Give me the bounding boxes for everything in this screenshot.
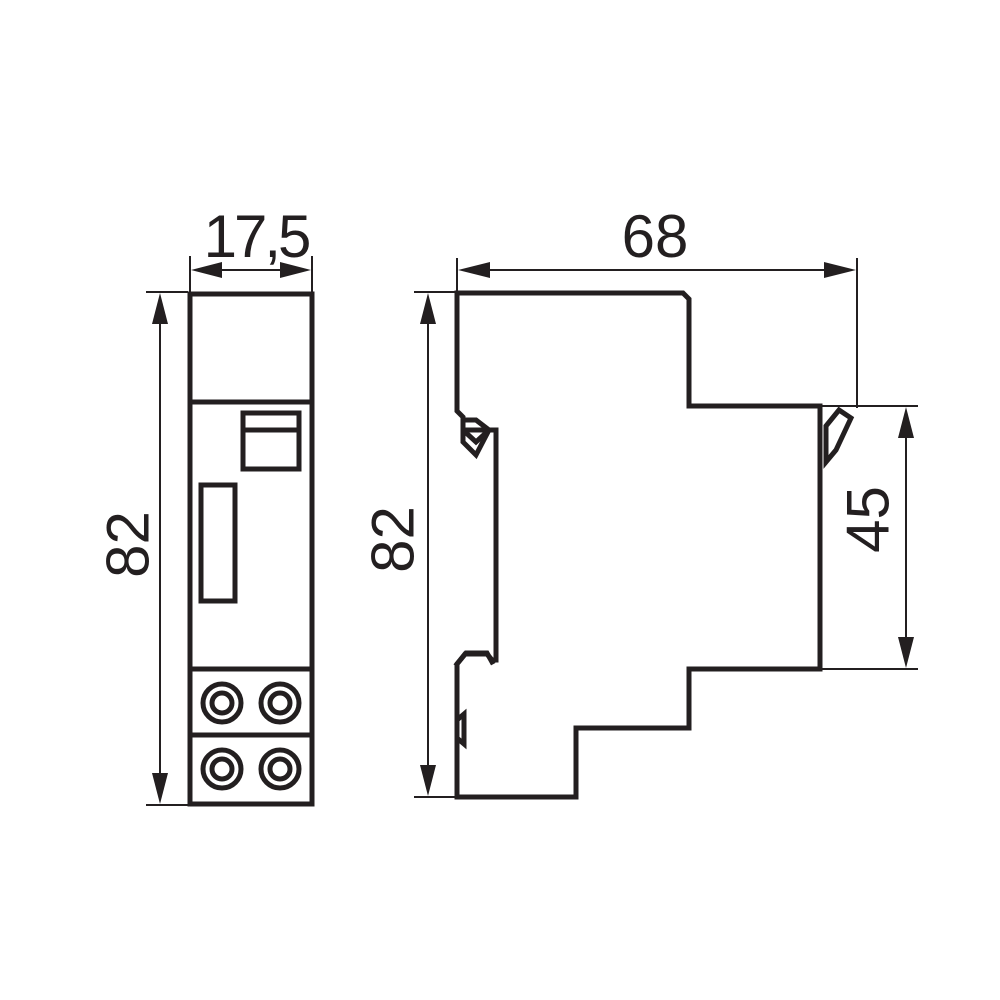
side-view — [453, 290, 855, 800]
terminal-screw-top-right — [258, 681, 302, 725]
arrowhead-top — [420, 293, 436, 324]
front-height-label: 82 — [95, 511, 162, 578]
side-depth-dimension: 68 — [456, 203, 858, 408]
arrowhead-top — [898, 407, 914, 438]
front-indicator-window — [240, 410, 302, 472]
terminal-screw-top-left — [200, 681, 244, 725]
arrowhead-right — [280, 262, 311, 278]
din-rail-clip-bottom — [453, 650, 496, 668]
front-width-label: 17,5 — [204, 203, 309, 270]
front-height-dimension: 82 — [95, 291, 188, 806]
din-rail-clip-top — [460, 417, 493, 460]
front-width-dimension: 17,5 — [189, 203, 313, 292]
arrowhead-bottom — [898, 637, 914, 668]
side-body-outline — [454, 290, 823, 800]
front-latch — [823, 406, 855, 469]
arrowhead-bottom — [420, 765, 436, 796]
front-body-outline — [187, 291, 315, 807]
side-front-height-dimension: 45 — [822, 405, 918, 670]
side-height-dimension: 82 — [360, 291, 455, 798]
side-depth-label: 68 — [622, 203, 689, 270]
side-height-label: 82 — [360, 506, 427, 573]
front-view — [187, 291, 315, 807]
side-front-height-label: 45 — [835, 486, 902, 553]
terminal-screw-bottom-left — [200, 747, 244, 791]
arrowhead-left — [191, 262, 222, 278]
terminal-screw-bottom-right — [258, 747, 302, 791]
front-label-slot — [198, 482, 238, 604]
arrowhead-bottom — [152, 773, 168, 804]
arrowhead-right — [824, 262, 856, 278]
arrowhead-left — [458, 262, 490, 278]
arrowhead-top — [152, 293, 168, 324]
